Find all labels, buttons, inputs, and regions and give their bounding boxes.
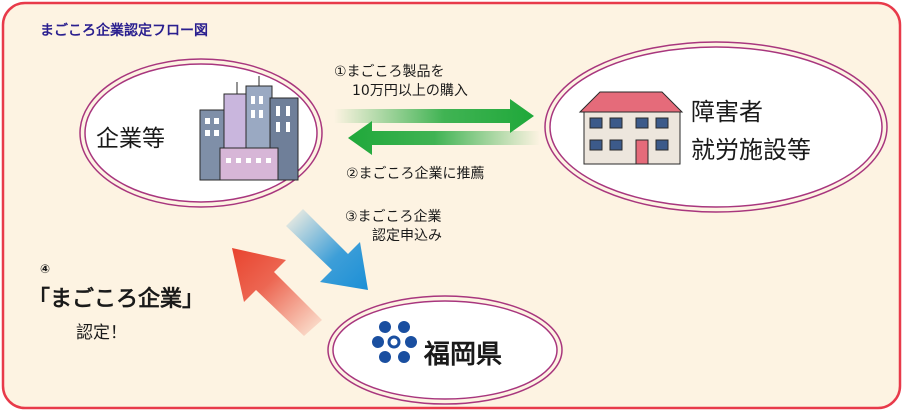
step3-label-line1: ③まごころ企業 bbox=[345, 209, 442, 225]
step1-label-line1: ①まごころ製品を bbox=[334, 64, 445, 80]
prefecture-ellipse-outer bbox=[327, 295, 563, 405]
step4-number: ④ bbox=[40, 262, 51, 276]
house-icon bbox=[578, 91, 684, 165]
facility-label-line1: 障害者 bbox=[691, 98, 763, 126]
buildings-icon bbox=[199, 76, 299, 181]
step4-label-line1: 「まごころ企業」 bbox=[28, 287, 205, 312]
arrow-step1 bbox=[334, 99, 534, 133]
step3-label-line2: 認定申込み bbox=[372, 228, 442, 244]
arrow-step2 bbox=[348, 121, 540, 155]
arrow-step3 bbox=[286, 209, 368, 290]
prefecture-emblem-icon bbox=[372, 321, 417, 363]
company-label: 企業等 bbox=[96, 126, 165, 152]
diagram-title: まごころ企業認定フロー図 bbox=[40, 23, 208, 39]
facility-label-line2: 就労施設等 bbox=[691, 136, 811, 164]
facility-ellipse-outer bbox=[544, 41, 888, 213]
step4-label-line2: 認定！ bbox=[76, 323, 127, 343]
facility-ellipse bbox=[549, 46, 883, 208]
company-ellipse-outer bbox=[79, 58, 323, 208]
step2-label: ②まごころ企業に推薦 bbox=[346, 166, 485, 182]
arrow-step4 bbox=[232, 248, 322, 336]
step1-label-line2: 10万円以上の購入 bbox=[352, 83, 468, 99]
prefecture-label: 福岡県 bbox=[424, 340, 503, 370]
